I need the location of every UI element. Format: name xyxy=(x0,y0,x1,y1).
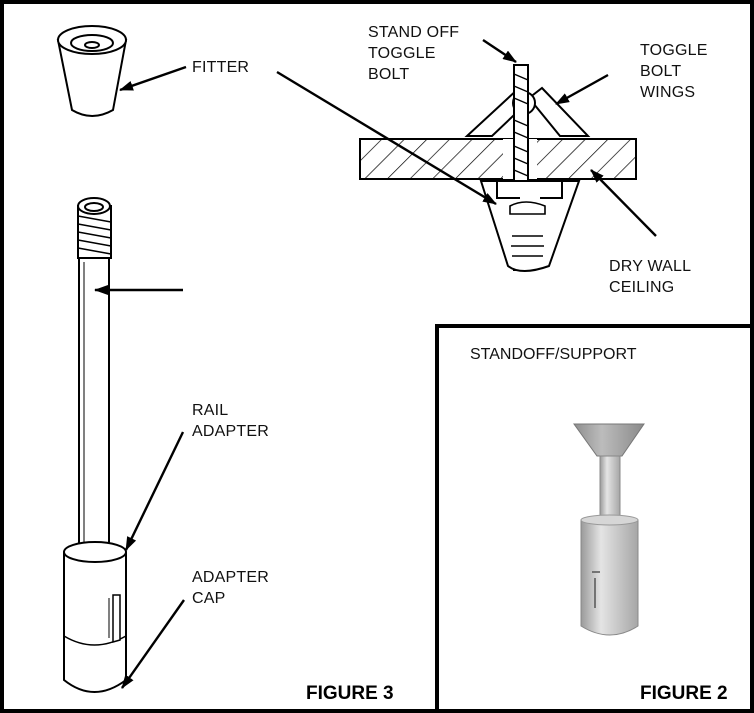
label-line: STAND OFF xyxy=(368,24,460,41)
label-line: ADAPTER xyxy=(192,423,269,440)
label-stand-off-toggle-bolt: STAND OFF TOGGLE BOLT xyxy=(368,22,459,85)
adapter-cap-arrow xyxy=(121,599,185,689)
figure2-title: STANDOFF/SUPPORT xyxy=(470,346,637,363)
label-line: ADAPTER xyxy=(192,569,269,586)
standoff-support-part xyxy=(573,423,645,636)
toggle-wings-arrow xyxy=(555,73,609,106)
drywall-ceiling-section xyxy=(359,138,637,180)
installed-fitter-part xyxy=(479,180,581,272)
label-line: TOGGLE xyxy=(640,42,708,59)
rail-adapter-part xyxy=(63,197,127,693)
fitter-arrow-left xyxy=(119,65,187,92)
label-line: RAIL xyxy=(192,402,229,419)
label-adapter-cap: ADAPTER CAP xyxy=(192,567,269,609)
label-line: CAP xyxy=(192,590,226,607)
label-line: CEILING xyxy=(609,279,675,296)
rail-adapter-arrow xyxy=(124,431,185,551)
figure2-panel-frame xyxy=(435,324,754,713)
stand-off-bolt-arrow xyxy=(482,39,517,63)
figure2-caption: FIGURE 2 xyxy=(640,683,728,704)
label-toggle-bolt-wings: TOGGLE BOLT WINGS xyxy=(640,40,708,103)
fitter-arrow-right xyxy=(276,70,497,206)
fitter-part xyxy=(56,25,128,117)
label-line: BOLT xyxy=(368,66,410,83)
callout-arrows xyxy=(94,39,657,689)
figure3-caption: FIGURE 3 xyxy=(306,683,394,704)
label-line: TOGGLE xyxy=(368,45,436,62)
dry-wall-arrow xyxy=(590,169,657,237)
label-line: DRY WALL xyxy=(609,258,692,275)
label-line: WINGS xyxy=(640,84,696,101)
label-dry-wall-ceiling: DRY WALL CEILING xyxy=(609,256,691,298)
label-fitter: FITTER xyxy=(192,59,250,76)
label-rail-adapter: RAIL ADAPTER xyxy=(192,400,269,442)
label-line: BOLT xyxy=(640,63,682,80)
